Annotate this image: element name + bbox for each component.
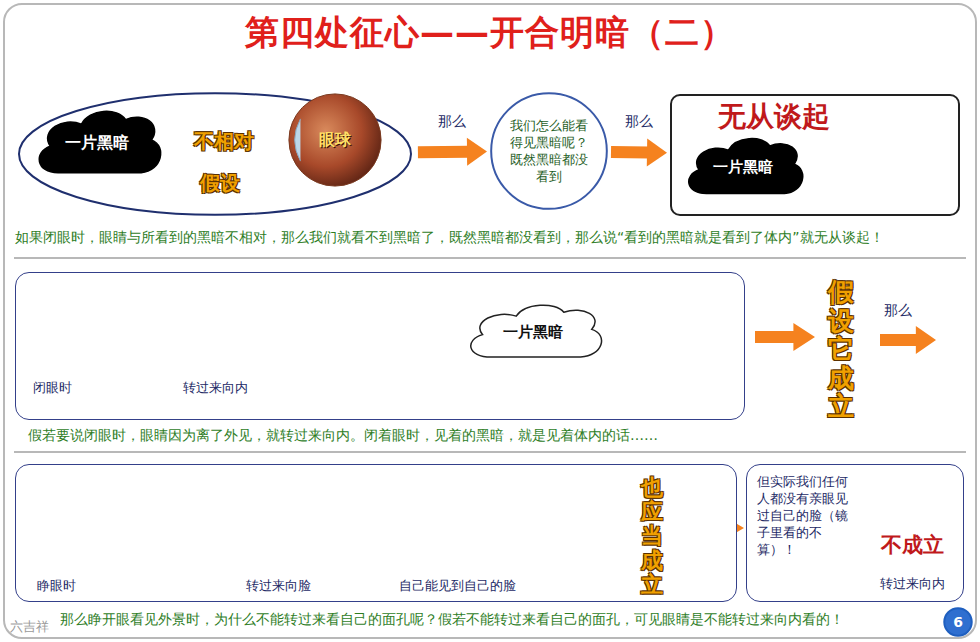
note-label: 如果闭眼时，眼睛与所看到的黑暗不相对，那么我们就看不到黑暗了，既然黑暗都没看到，…: [15, 228, 967, 246]
reality-box: 但实际我们任何人都没有亲眼见过自己的脸（镜子里看的不算）！不成立转过来向内: [746, 464, 964, 602]
node-text: 6: [953, 614, 963, 630]
eyeball-outline: [289, 94, 381, 186]
node-text: 假设: [200, 170, 270, 197]
node-text: 闭眼时: [33, 379, 123, 397]
connector-line: [418, 146, 469, 158]
note-label: 六吉祥: [10, 618, 70, 636]
node-text: 睁眼时: [37, 577, 117, 595]
diagram-title: 第四处征心——开合明暗（二）: [0, 10, 980, 56]
note-label: 假若要说闭眼时，眼睛因为离了外见，就转过来向内。闭着眼时，见着的黑暗，就是见着体…: [28, 426, 958, 444]
page-number: 6: [944, 608, 972, 636]
open-eye-panel: 睁眼时 转过来向脸 自己能见到自己的脸: [15, 464, 737, 602]
cloud-outline: [689, 139, 803, 194]
node-text: 我们怎么能看得见黑暗呢？既然黑暗都没看到: [508, 117, 590, 185]
closed-eye-panel: 闭眼时 转过来向内 一片黑暗: [15, 272, 745, 420]
thought-cloud: 一片黑暗: [463, 299, 603, 365]
node-text: 眼球: [319, 130, 351, 151]
darkness-cloud: 一片黑暗: [32, 104, 162, 182]
connector: [611, 138, 667, 166]
node-text: 转过来向内: [183, 379, 283, 397]
cloud-outline: [39, 111, 160, 172]
edge-label: 不相对: [191, 128, 257, 155]
question-circle-outline: [490, 92, 608, 210]
conclusion-box: 无从谈起一片黑暗: [670, 94, 960, 216]
question-circle: 我们怎么能看得见黑暗呢？既然黑暗都没看到: [490, 92, 608, 210]
cloud-outline: [471, 305, 602, 357]
connector: [418, 138, 487, 166]
edge-label: 那么: [438, 113, 466, 131]
ellipse-outline: [19, 93, 411, 215]
eyeball: 眼球: [287, 92, 383, 188]
node-text: 但实际我们任何人都没有亲眼见过自己的脸（镜子里看的不算）！: [757, 473, 859, 558]
ellipse-outline: [944, 608, 971, 635]
note-label: 那么睁开眼看见外景时，为什么不能转过来看自己的面孔呢？假若不能转过来看自己的面孔…: [60, 610, 940, 628]
darkness-cloud: 一片黑暗: [682, 132, 804, 202]
note-label: 那么: [884, 302, 934, 320]
edge-label: 那么: [625, 113, 653, 131]
connector-line: [611, 146, 649, 159]
cornea: [295, 119, 301, 161]
node-text: 一片黑暗: [65, 133, 129, 154]
note-label: 假设它成立: [828, 278, 854, 421]
node-text: 一片黑暗: [503, 323, 563, 342]
node-text: 无从谈起: [718, 98, 888, 136]
arrowhead: [467, 138, 487, 166]
node-text: 自己能见到自己的脸: [399, 577, 579, 595]
note-label: 也应当成立: [641, 476, 663, 597]
node-text: 转过来向内: [863, 575, 961, 593]
node-text: 转过来向脸: [246, 577, 346, 595]
ellipse-outline: [491, 93, 607, 209]
arrowhead: [647, 138, 667, 166]
node-text: 一片黑暗: [713, 158, 773, 177]
node-text: 不成立: [863, 531, 961, 559]
